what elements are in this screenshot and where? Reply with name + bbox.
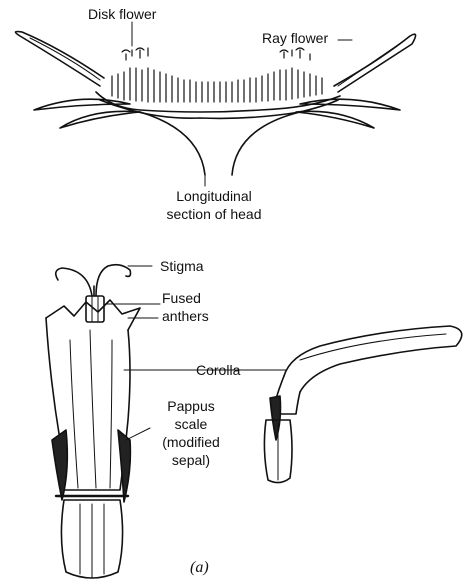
ray-petal-right — [334, 34, 416, 92]
flower-head-section — [15, 22, 415, 186]
pappus-label-line4: sepal) — [146, 452, 236, 468]
pappus-label-line3: (modified — [146, 434, 236, 450]
section-label-line2: section of head — [148, 206, 280, 222]
bract-left — [34, 99, 130, 110]
pappus-label-line2: scale — [146, 416, 236, 432]
pappus-label-line1: Pappus — [146, 398, 236, 414]
stigma-branches — [56, 265, 131, 296]
ray-flower-label: Ray flower — [262, 30, 328, 46]
floret-tips — [122, 48, 310, 60]
disk-florets — [112, 68, 322, 102]
corolla-label: Corolla — [196, 362, 240, 378]
panel-label: (a) — [190, 560, 209, 576]
stem-left — [140, 112, 205, 175]
fused-anthers-label-line1: Fused — [162, 290, 201, 306]
pappus-scale-left — [52, 430, 67, 500]
pappus-scale-right — [118, 430, 130, 502]
fused-anthers-label-line2: anthers — [162, 308, 209, 324]
ray-petal-left — [15, 32, 104, 87]
disk-flower-detail — [46, 265, 160, 578]
disk-flower-label: Disk flower — [88, 6, 156, 22]
ray-pappus — [270, 396, 281, 440]
ray-corolla-strap — [284, 326, 462, 392]
section-label-line1: Longitudinal — [148, 188, 280, 204]
stigma-label: Stigma — [160, 258, 204, 274]
stem-right — [232, 112, 300, 175]
